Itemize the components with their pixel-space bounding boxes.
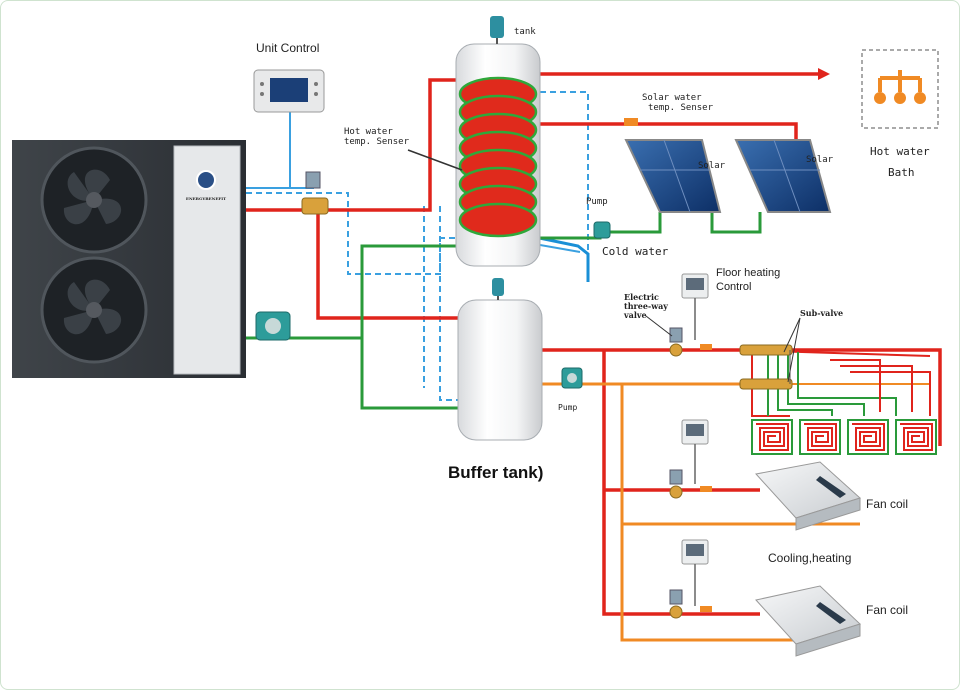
solar-label-2: Solar <box>806 155 834 165</box>
fan-coil-label-1: Fan coil <box>866 497 908 511</box>
floor-heating-control-label-line2: Control <box>716 281 751 293</box>
solar-sensor-label-line1: Solar water <box>642 93 702 103</box>
solar-label-1: Solar <box>698 161 726 171</box>
solar-panel-2 <box>734 139 832 213</box>
heat-coil <box>458 76 538 238</box>
electric-valve-label-line2: three-way <box>624 301 668 311</box>
shower-head-icon <box>914 92 926 104</box>
electric-valve-icon <box>669 469 712 499</box>
solar-pump-label: Pump <box>586 197 608 207</box>
unit-control-label: Unit Control <box>256 41 319 55</box>
hot-water-bath-label-line1: Hot water <box>870 145 930 158</box>
electric-valve-label-line3: valve <box>623 310 647 320</box>
label-pointers <box>645 315 801 383</box>
sub-valve-label: Sub-valve <box>800 308 843 318</box>
buffer-pump-label: Pump <box>558 403 577 412</box>
buffer-tank-label: Buffer tank) <box>448 463 543 482</box>
solar-sensor-icon <box>624 118 638 126</box>
fan-coil-thermostat-1 <box>681 419 709 484</box>
solar-sensor-label-line2: temp. Senser <box>648 103 714 113</box>
solar-panel-1 <box>624 139 722 213</box>
hot-water-bath <box>861 49 939 129</box>
hot-water-sensor-label-line1: Hot water <box>344 127 393 137</box>
unit-brand: ENERGYBENEFIT <box>186 196 226 201</box>
fan-coil-thermostat-2 <box>681 539 709 606</box>
electric-valve-icon <box>669 589 712 619</box>
electric-valve-label-line1: Electric <box>624 292 659 302</box>
hot-water-tank <box>455 16 541 267</box>
brand-logo-icon <box>196 170 216 190</box>
hot-water-bath-label-line2: Bath <box>888 166 915 179</box>
fan-top-icon <box>40 146 148 254</box>
fan-coil-label-2: Fan coil <box>866 603 908 617</box>
fan-bottom-icon <box>40 256 148 364</box>
fan-coil-unit-2 <box>755 585 861 657</box>
cooling-heating-label: Cooling,heating <box>768 551 851 565</box>
fan-coil-unit-1 <box>755 461 861 531</box>
heat-pump-unit: ENERGYBENEFIT <box>12 140 246 378</box>
hot-water-sensor-label-line2: temp. Senser <box>344 137 410 147</box>
hot-water-arrow <box>818 68 830 80</box>
circulation-pump-icon <box>255 311 291 341</box>
floor-heating-thermostat <box>681 273 709 340</box>
unit-control-panel <box>253 69 325 113</box>
solar-pump-icon <box>593 221 611 239</box>
buffer-tank <box>457 278 543 441</box>
hot-pipes <box>246 72 942 616</box>
shower-head-icon <box>894 92 906 104</box>
floor-heating-control-label-line1: Floor heating <box>716 267 780 279</box>
three-way-valve-icon <box>301 171 329 215</box>
cold-water-label: Cold water <box>602 245 669 258</box>
sub-valve-manifold <box>739 344 793 390</box>
hot-water-sensor-pointer <box>407 149 463 171</box>
buffer-pump-icon <box>561 367 583 389</box>
shower-head-icon <box>874 92 886 104</box>
electric-valve-icon <box>669 327 712 357</box>
tank-label: tank <box>514 27 536 37</box>
floor-heating-spirals <box>751 419 937 455</box>
